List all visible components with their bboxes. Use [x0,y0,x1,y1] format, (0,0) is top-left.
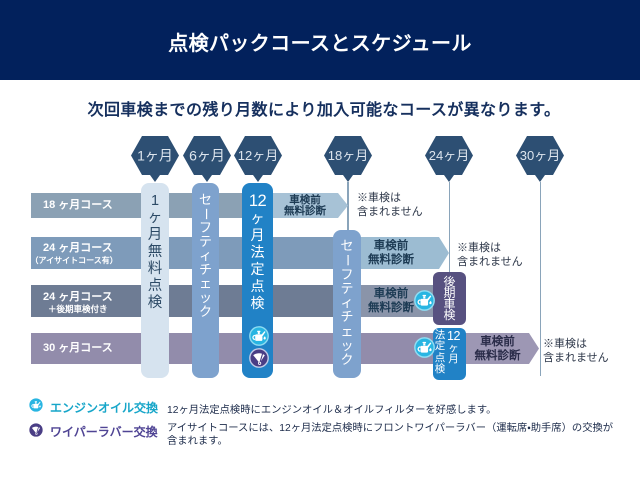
svg-text:30ヶ月: 30ヶ月 [520,148,560,163]
svg-text:12ヶ月: 12ヶ月 [238,148,278,163]
svg-text:6ヶ月: 6ヶ月 [189,148,225,164]
svg-text:24ヶ月: 24ヶ月 [429,148,469,163]
svg-text:1ヶ月: 1ヶ月 [137,148,173,164]
svg-text:18ヶ月: 18ヶ月 [328,148,368,163]
